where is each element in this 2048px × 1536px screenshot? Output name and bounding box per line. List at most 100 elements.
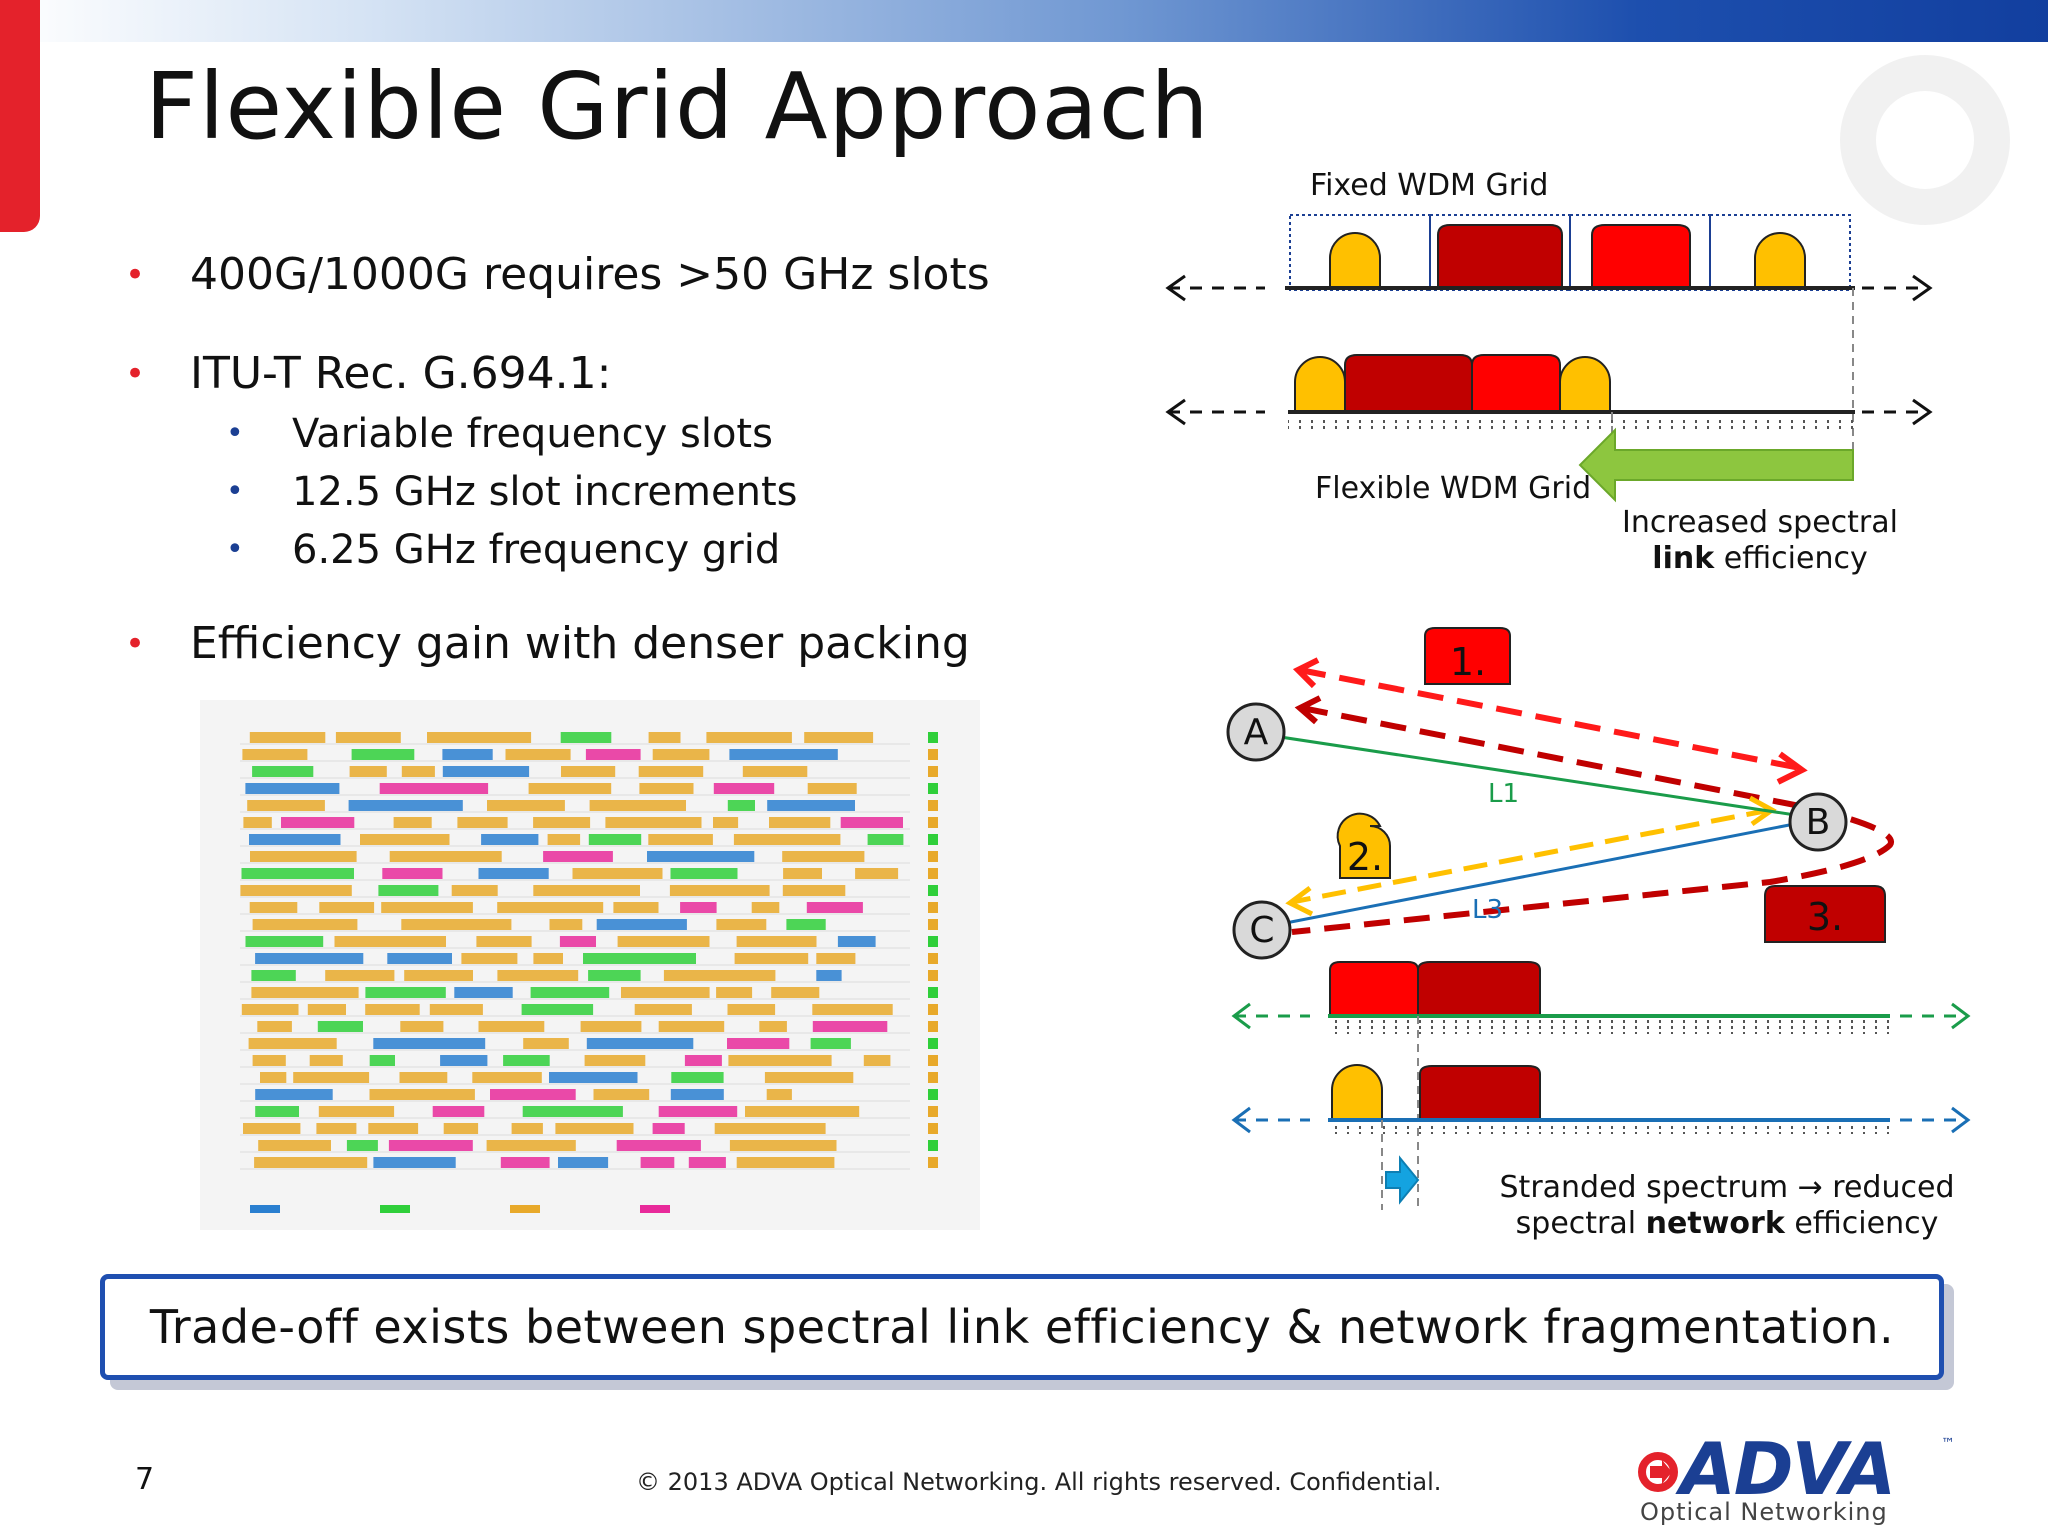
occupancy-row-marker	[928, 885, 938, 896]
occupancy-channel-block	[348, 800, 463, 811]
occupancy-channel-block	[404, 970, 473, 981]
occupancy-channel-block	[530, 987, 610, 998]
occupancy-channel-block	[242, 749, 308, 760]
occupancy-channel-block	[243, 1123, 301, 1134]
occupancy-channel-block	[511, 1123, 543, 1134]
occupancy-channel-block	[486, 1140, 576, 1151]
bullet-slot-width: • 400G/1000G requires >50 GHz slots	[125, 247, 990, 303]
occupancy-channel-block	[647, 851, 755, 862]
fixed-arrowhead-right	[1912, 274, 1933, 302]
occupancy-channel-block	[240, 885, 352, 896]
occupancy-channel-block	[588, 834, 642, 845]
occupancy-channel-block	[807, 783, 857, 794]
occupancy-channel-block	[782, 851, 865, 862]
bullet-text: Efficiency gain with denser packing	[190, 618, 970, 669]
occupancy-channel-block	[605, 817, 702, 828]
path-3-arrowhead	[1294, 695, 1322, 725]
l1-arrowhead-right	[1951, 1002, 1971, 1030]
logo-subtitle: Optical Networking	[1640, 1498, 1888, 1526]
occupancy-channel-block	[478, 868, 549, 879]
sub-bullet-slot-increments: • 12.5 GHz slot increments	[226, 466, 797, 518]
occupancy-channel-block	[457, 817, 508, 828]
flex-slot-orange-1	[1294, 356, 1346, 413]
occupancy-channel-block	[351, 749, 415, 760]
occupancy-channel-block	[547, 834, 581, 845]
occupancy-channel-block	[451, 885, 498, 896]
occupancy-channel-block	[478, 1021, 545, 1032]
occupancy-row-marker	[928, 953, 938, 964]
occupancy-row-marker	[928, 800, 938, 811]
occupancy-channel-block	[658, 1106, 738, 1117]
occupancy-channel-block	[745, 1106, 860, 1117]
occupancy-channel-block	[432, 1106, 485, 1117]
occupancy-channel-block	[325, 970, 395, 981]
occupancy-channel-block	[733, 834, 841, 845]
occupancy-row-marker	[928, 1055, 938, 1066]
occupancy-channel-block	[461, 953, 518, 964]
occupancy-channel-block	[316, 1123, 357, 1134]
occupancy-row-marker	[928, 1038, 938, 1049]
occupancy-channel-block	[497, 902, 604, 913]
occupancy-channel-block	[558, 1157, 609, 1168]
occupancy-channel-block	[727, 1004, 776, 1015]
stranded-caption-suffix: efficiency	[1785, 1206, 1939, 1240]
stranded-caption-line1: Stranded spectrum → reduced	[1500, 1170, 1955, 1205]
occupancy-channel-block	[812, 1021, 888, 1032]
occupancy-channel-block	[840, 817, 903, 828]
occupancy-channel-block	[503, 1055, 550, 1066]
flex-slot-red	[1471, 354, 1561, 413]
occupancy-channel-block	[427, 732, 532, 743]
occupancy-channel-block	[727, 1038, 790, 1049]
occupancy-channel-block	[663, 970, 776, 981]
occupancy-channel-block	[490, 1089, 576, 1100]
bullet-marker: •	[125, 624, 146, 664]
flex-grid-label: Flexible WDM Grid	[1315, 471, 1591, 506]
occupancy-channel-block	[533, 885, 640, 896]
occupancy-channel-block	[255, 1106, 299, 1117]
occupancy-row-marker	[928, 732, 938, 743]
occupancy-channel-block	[387, 953, 452, 964]
link-l3-label: L3	[1472, 895, 1503, 925]
occupancy-channel-block	[241, 1004, 299, 1015]
occupancy-channel-block	[317, 1021, 363, 1032]
fixed-slot-orange-1	[1329, 232, 1381, 289]
step-3-badge	[1764, 885, 1886, 943]
fixed-grid-label: Fixed WDM Grid	[1310, 168, 1548, 203]
stranded-caption-line2: spectral network efficiency	[1516, 1206, 1939, 1240]
step-1-badge	[1424, 627, 1511, 685]
occupancy-channel-block	[487, 800, 565, 811]
fixed-vs-flex-grid-diagram: Fixed WDM Grid Flexible WDM Grid Increas…	[1165, 168, 1933, 576]
node-c-label: C	[1249, 910, 1274, 951]
occupancy-channel-block	[729, 1140, 837, 1151]
occupancy-row-marker	[928, 1157, 938, 1168]
occupancy-channel-block	[669, 885, 770, 896]
occupancy-channel-block	[734, 953, 809, 964]
path-2-arrow	[1291, 807, 1771, 905]
occupancy-channel-block	[640, 1157, 675, 1168]
occupancy-channel-block	[806, 902, 863, 913]
occupancy-channel-block	[346, 1140, 378, 1151]
link-l1	[1253, 731, 1816, 820]
occupancy-channel-block	[400, 1021, 444, 1032]
node-a-label: A	[1244, 712, 1269, 753]
flex-slot-orange-2	[1559, 356, 1611, 413]
occupancy-channel-block	[523, 1038, 569, 1049]
occupancy-channel-block	[335, 732, 401, 743]
occupancy-channel-block	[767, 800, 855, 811]
occupancy-channel-block	[442, 766, 530, 777]
bullet-marker: •	[125, 354, 146, 394]
l3-arrowhead-left	[1231, 1106, 1251, 1134]
step-1-label: 1.	[1450, 640, 1486, 684]
path-2-arrowhead-left	[1285, 886, 1314, 917]
occupancy-channel-block	[771, 987, 820, 998]
occupancy-row-marker	[928, 1072, 938, 1083]
sub-bullet-marker: •	[226, 416, 244, 451]
l3-slot-darkred	[1419, 1065, 1541, 1121]
occupancy-channel-block	[255, 953, 364, 964]
occupancy-channel-block	[318, 1106, 395, 1117]
occupancy-channel-block	[593, 1089, 650, 1100]
occupancy-channel-block	[401, 766, 435, 777]
path-1-arrowhead-left	[1292, 657, 1320, 689]
occupancy-channel-block	[533, 953, 563, 964]
occupancy-channel-block	[522, 1106, 623, 1117]
